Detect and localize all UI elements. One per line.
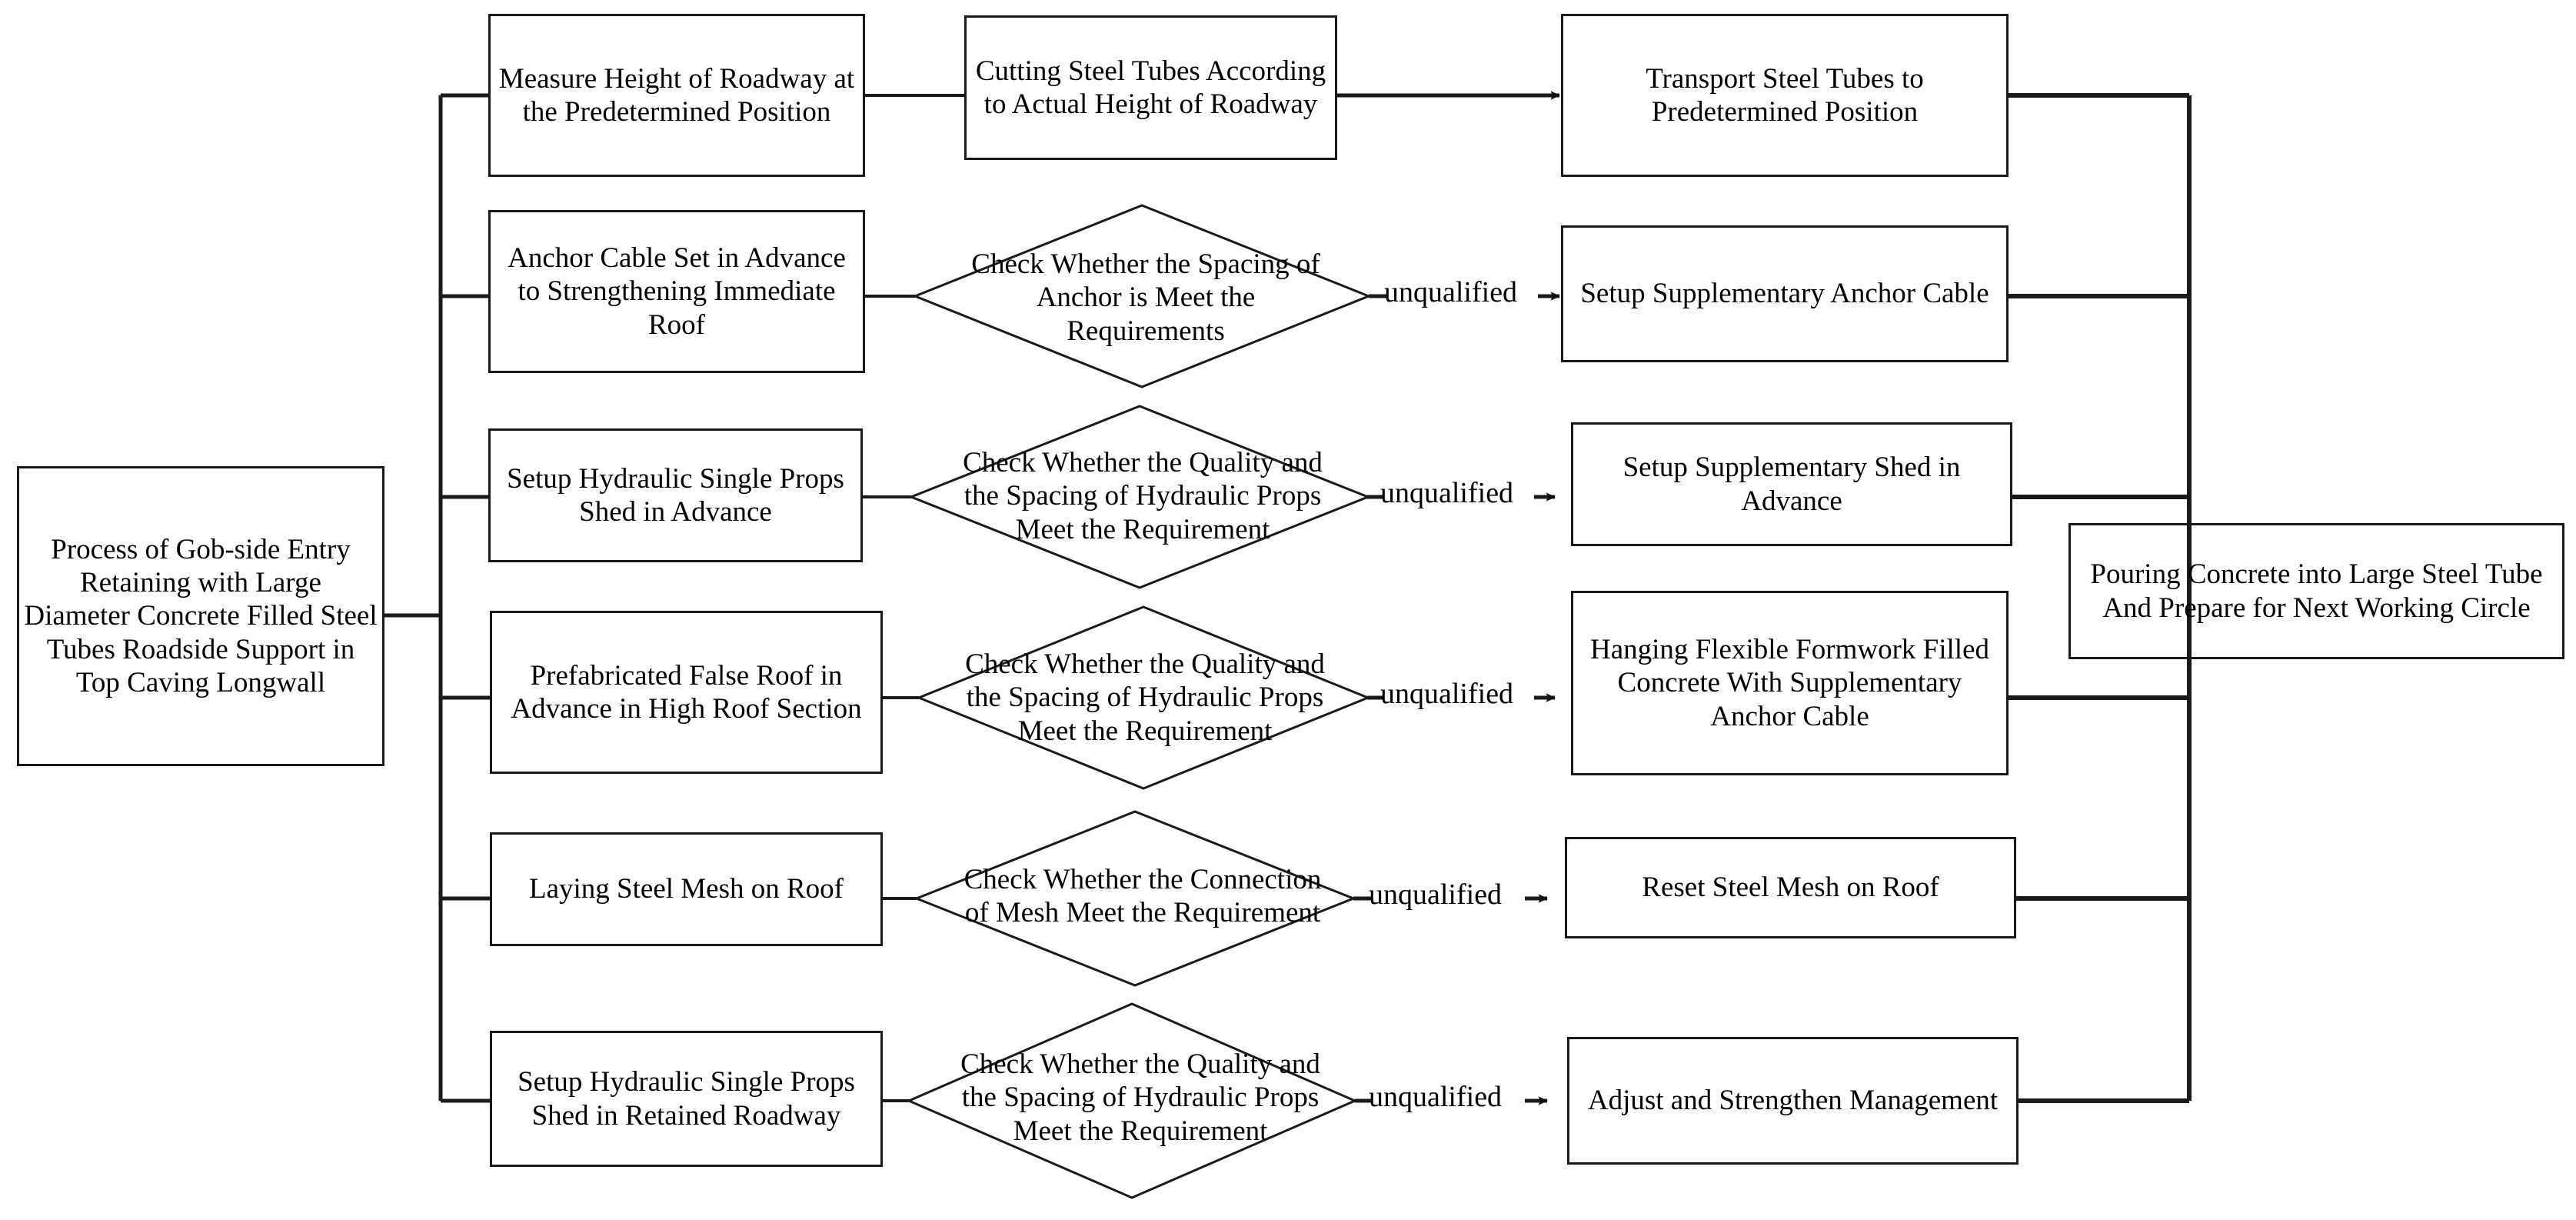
stage3-node-2[interactable]: Setup Supplementary Anchor Cable	[1561, 225, 2009, 362]
stage2-decision-label-6: Check Whether the Quality and the Spacin…	[960, 1048, 1320, 1147]
right-collector-bus	[2009, 93, 2192, 1103]
edge-label-unqualified-4: unqualified	[1369, 880, 1502, 909]
stage3-node-5[interactable]: Reset Steel Mesh on Roof	[1565, 837, 2016, 938]
stage1-label-4: Prefabricated False Roof in Advance in H…	[511, 659, 862, 725]
root-fanout-bus	[384, 93, 490, 1103]
stage2-decision-4[interactable]: Check Whether the Quality and the Spacin…	[956, 609, 1334, 786]
edge-label-unqualified-5: unqualified	[1369, 1082, 1502, 1112]
stage1-node-2[interactable]: Anchor Cable Set in Advance to Strengthe…	[488, 210, 865, 373]
stage2-decision-2[interactable]: Check Whether the Spacing of Anchor is M…	[957, 228, 1334, 367]
stage1-node-5[interactable]: Laying Steel Mesh on Roof	[490, 832, 883, 946]
root-process-node[interactable]: Process of Gob-side Entry Retaining with…	[17, 466, 384, 766]
stage2-to-stage3-connectors	[1337, 91, 1561, 1105]
stage2-label-1: Cutting Steel Tubes According to Actual …	[975, 55, 1326, 120]
stage2-decision-5[interactable]: Check Whether the Connection of Mesh Mee…	[954, 827, 1332, 965]
edge-label-text-3: unqualified	[1380, 678, 1514, 710]
stage2-node-1[interactable]: Cutting Steel Tubes According to Actual …	[964, 15, 1337, 160]
stage3-label-4: Hanging Flexible Formwork Filled Concret…	[1590, 634, 1989, 732]
stage1-label-3: Setup Hydraulic Single Props Shed in Adv…	[507, 462, 844, 528]
stage2-decision-label-5: Check Whether the Connection of Mesh Mee…	[964, 863, 1322, 928]
edge-label-unqualified-2: unqualified	[1380, 478, 1513, 508]
stage3-label-5: Reset Steel Mesh on Roof	[1642, 872, 1939, 904]
stage1-node-4[interactable]: Prefabricated False Roof in Advance in H…	[490, 611, 883, 774]
stage2-decision-3[interactable]: Check Whether the Quality and the Spacin…	[954, 408, 1332, 585]
edge-label-text-2: unqualified	[1380, 477, 1514, 509]
decision-diamond-outlines	[906, 204, 1373, 1199]
stage2-decision-6[interactable]: Check Whether the Quality and the Spacin…	[956, 987, 1325, 1208]
root-process-label: Process of Gob-side Entry Retaining with…	[24, 533, 378, 698]
stage1-label-6: Setup Hydraulic Single Props Shed in Ret…	[518, 1066, 855, 1132]
stage1-node-6[interactable]: Setup Hydraulic Single Props Shed in Ret…	[490, 1031, 883, 1167]
stage3-label-6: Adjust and Strengthen Management	[1587, 1085, 1999, 1117]
edge-label-unqualified-3: unqualified	[1380, 679, 1513, 708]
edge-label-text-1: unqualified	[1384, 276, 1518, 308]
stage1-to-stage2-connectors	[863, 94, 964, 1102]
stage1-label-2: Anchor Cable Set in Advance to Strengthe…	[508, 242, 846, 341]
stage2-decision-label-3: Check Whether the Quality and the Spacin…	[963, 447, 1323, 545]
stage3-label-1: Transport Steel Tubes to Predetermined P…	[1646, 62, 1924, 128]
edge-label-text-4: unqualified	[1369, 878, 1503, 911]
stage1-node-3[interactable]: Setup Hydraulic Single Props Shed in Adv…	[488, 428, 863, 562]
stage1-label-1: Measure Height of Roadway at the Predete…	[498, 62, 855, 128]
final-process-label: Pouring Concrete into Large Steel Tube A…	[2090, 558, 2543, 624]
edge-label-text-5: unqualified	[1369, 1081, 1503, 1113]
edge-label-unqualified-1: unqualified	[1384, 278, 1517, 307]
final-process-node[interactable]: Pouring Concrete into Large Steel Tube A…	[2068, 523, 2564, 659]
stage3-label-2: Setup Supplementary Anchor Cable	[1580, 278, 1989, 310]
stage2-decision-label-2: Check Whether the Spacing of Anchor is M…	[971, 248, 1320, 347]
stage2-decision-label-4: Check Whether the Quality and the Spacin…	[965, 648, 1325, 747]
stage3-label-3: Setup Supplementary Shed in Advance	[1622, 452, 1961, 517]
stage3-node-4[interactable]: Hanging Flexible Formwork Filled Concret…	[1571, 591, 2009, 775]
stage3-node-1[interactable]: Transport Steel Tubes to Predetermined P…	[1561, 14, 2009, 177]
stage1-label-5: Laying Steel Mesh on Roof	[528, 873, 844, 905]
stage3-node-3[interactable]: Setup Supplementary Shed in Advance	[1571, 422, 2012, 546]
stage1-node-1[interactable]: Measure Height of Roadway at the Predete…	[488, 14, 865, 177]
stage3-node-6[interactable]: Adjust and Strengthen Management	[1567, 1037, 2019, 1165]
